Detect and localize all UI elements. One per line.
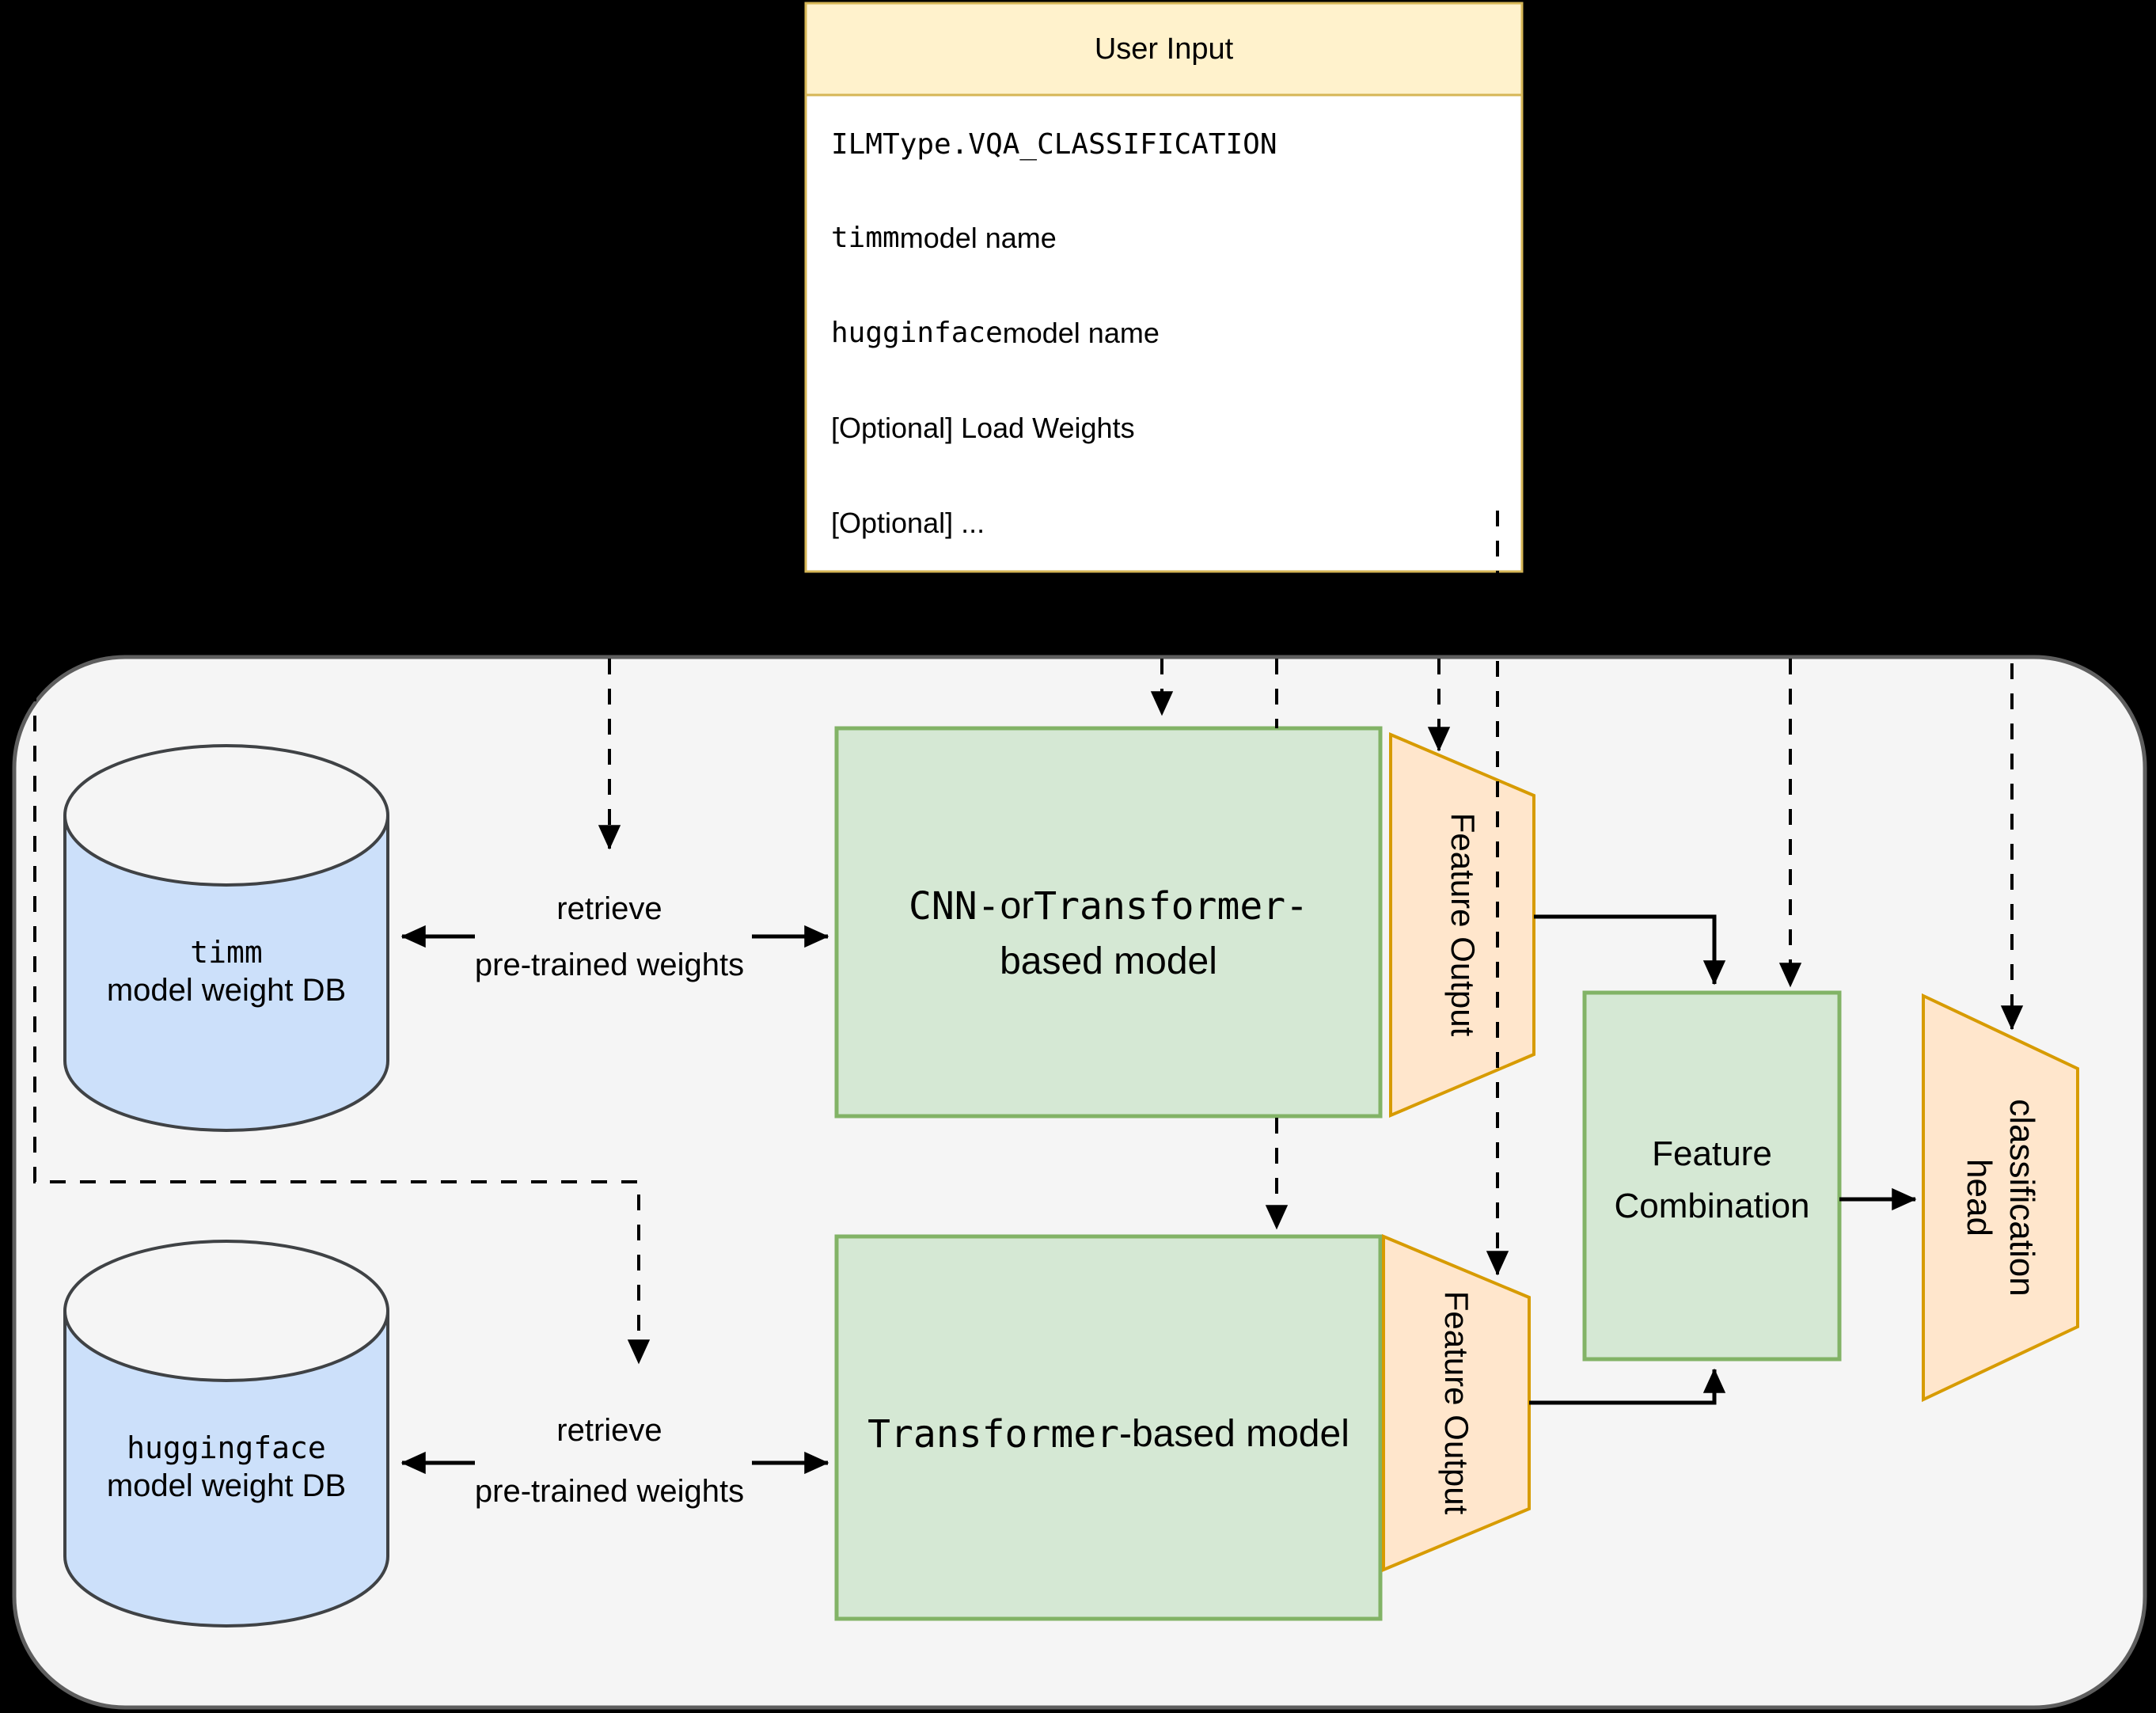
huggingface-db-label: huggingface model weight DB bbox=[65, 1412, 388, 1523]
user-input-row-timm: timm model name bbox=[831, 218, 1496, 259]
huggingface-db-cylinder bbox=[63, 1310, 389, 1628]
retrieve-top-label-line1: retrieve bbox=[556, 891, 662, 926]
feature-combination-label-line1: Feature bbox=[1652, 1134, 1772, 1174]
user-input-header bbox=[804, 2, 1524, 97]
user-input-row-hugginface: hugginface model name bbox=[831, 313, 1496, 354]
user-input-box bbox=[804, 2, 1524, 573]
timm-db-label: timm model weight DB bbox=[65, 917, 388, 1027]
cnn-model-label-code2: Transformer- bbox=[1034, 883, 1309, 929]
transformer-model-label-code: Transformer bbox=[867, 1411, 1120, 1457]
pipeline-container bbox=[12, 655, 2147, 1710]
feature-output-top-label: Feature Output bbox=[1444, 812, 1482, 1037]
classification-head-funnel bbox=[1922, 993, 2079, 1403]
user-input-row-optional-more: [Optional] ... bbox=[831, 503, 1496, 544]
user-input-row-timm-text: model name bbox=[899, 222, 1057, 255]
user-input-row-load-weights-text: [Optional] Load Weights bbox=[831, 412, 1135, 445]
huggingface-db-cylinder-rim bbox=[63, 1240, 389, 1312]
user-input-row-ilmtype-code: ILMType.VQA_CLASSIFICATION bbox=[831, 128, 1277, 161]
transformer-model-label-rest: -based model bbox=[1119, 1412, 1349, 1455]
user-input-row-ilmtype: ILMType.VQA_CLASSIFICATION bbox=[831, 124, 1496, 165]
feature-output-funnel-top bbox=[1389, 731, 1535, 1119]
huggingface-db-name: huggingface bbox=[127, 1430, 326, 1466]
classification-head-label-line1: classification bbox=[2002, 1099, 2041, 1297]
user-input-title: User Input bbox=[1094, 32, 1234, 66]
timm-db-name: timm bbox=[190, 935, 263, 970]
user-input-row-hugginface-code: hugginface bbox=[831, 317, 1003, 350]
cnn-model-label-code1: CNN- bbox=[908, 883, 1000, 929]
transformer-model-label: Transformer-based model bbox=[837, 1407, 1380, 1462]
arrow-feature-output-bottom-to-combination bbox=[1529, 1368, 1726, 1405]
feature-output-funnel-bottom bbox=[1382, 1233, 1531, 1573]
feature-combination-box bbox=[1582, 990, 1842, 1362]
transformer-model-box bbox=[834, 1234, 1383, 1621]
retrieve-bottom-label-line1: retrieve bbox=[556, 1412, 662, 1448]
cnn-model-label-line1: CNN- or Transformer- bbox=[837, 879, 1380, 934]
retrieve-bottom-label-line2: pre-trained weights bbox=[474, 1473, 745, 1509]
dashed-arrow-to-retrieve-bottom bbox=[33, 686, 651, 1365]
timm-db-cylinder-rim bbox=[63, 744, 389, 816]
feature-output-bottom-label: Feature Output bbox=[1437, 1290, 1475, 1515]
arrow-feature-output-top-to-combination bbox=[1534, 914, 1726, 986]
feature-combination-label-line2: Combination bbox=[1614, 1187, 1810, 1226]
classification-head-label-line2: head bbox=[1960, 1159, 1998, 1236]
user-input-row-optional-more-text: [Optional] ... bbox=[831, 507, 985, 540]
cnn-or-transformer-model-box bbox=[834, 726, 1383, 1119]
user-input-row-hugginface-text: model name bbox=[1002, 317, 1160, 350]
retrieve-top-label-line2: pre-trained weights bbox=[474, 947, 745, 982]
user-input-row-load-weights: [Optional] Load Weights bbox=[831, 408, 1496, 449]
cnn-model-label-line2: based model bbox=[1000, 940, 1217, 982]
classification-head-label: classification head bbox=[1956, 1039, 2044, 1356]
timm-db-sublabel: model weight DB bbox=[106, 972, 347, 1008]
huggingface-db-sublabel: model weight DB bbox=[106, 1468, 347, 1503]
timm-db-cylinder bbox=[63, 815, 389, 1132]
user-input-row-timm-code: timm bbox=[831, 222, 900, 255]
cnn-model-label-mid: or bbox=[1000, 884, 1034, 927]
